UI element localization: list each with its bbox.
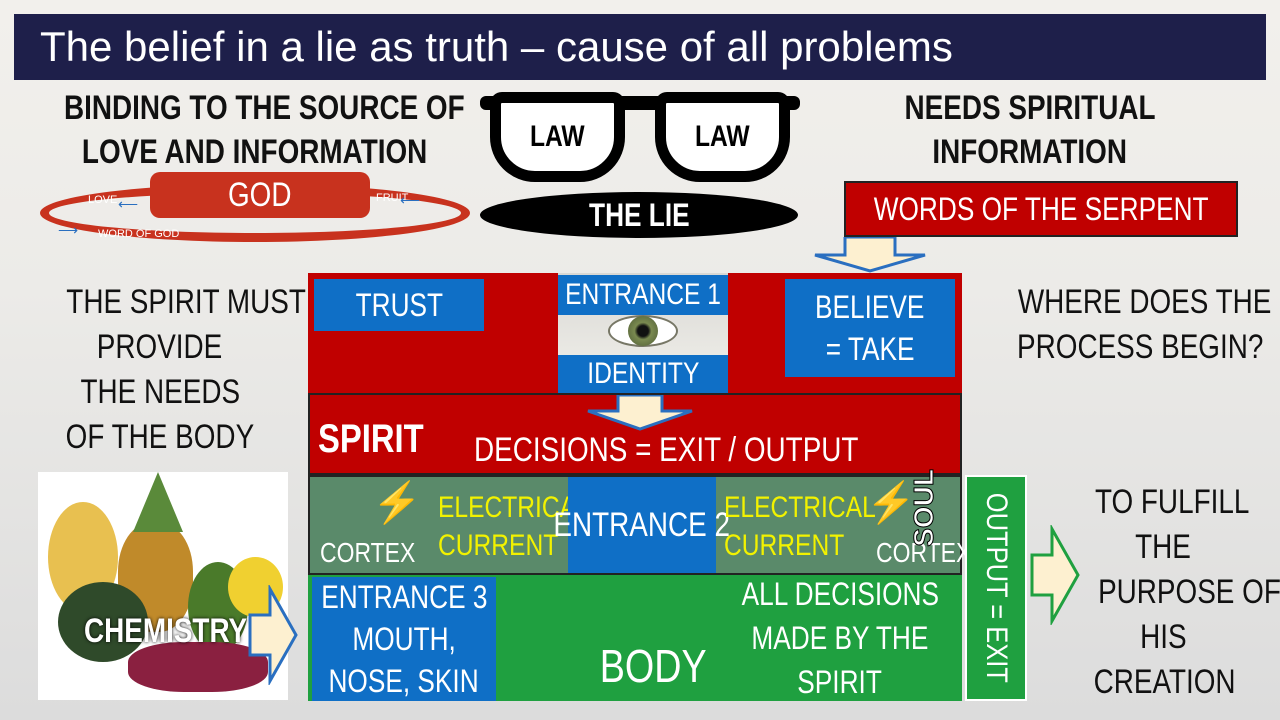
decisions-label: DECISIONS = EXIT / OUTPUT [474,431,859,469]
trust-box: TRUST [314,279,484,331]
right-arrow-icon [1030,525,1080,625]
left-heading-line: LOVE AND INFORMATION [82,133,428,171]
arrow-left-icon: ⟵ [400,192,421,208]
entrance-2-box: ENTRANCE 2 [554,477,730,573]
love-label: LOVE [88,194,118,206]
left-heading: BINDING TO THE SOURCE OF LOVE AND INFORM… [20,86,490,174]
god-box: GOD [150,172,370,218]
identity-label: IDENTITY [558,355,728,393]
lightning-icon: ⚡ [866,481,916,525]
body-label: BODY [599,640,707,692]
law-right-label: LAW [695,120,750,153]
law-left-label: LAW [530,120,585,153]
cortex-right: CORTEX [876,537,972,568]
right-arrow-icon [248,585,298,685]
chemistry-label: CHEMISTRY [84,612,248,650]
serpent-box: WORDS OF THE SERPENT [844,181,1238,237]
title-text: The belief in a lie as truth – cause of … [40,23,953,70]
the-lie-label: THE LIE [588,196,690,233]
word-of-god-label: WORD OF GOD [98,228,180,240]
cortex-left: CORTEX [320,537,416,568]
lightning-icon: ⚡ [372,481,422,525]
trust-block: TRUST ENTRANCE 1 IDENTITY BELIEVE= TAKE [308,273,962,393]
spirit-block: SPIRIT DECISIONS = EXIT / OUTPUT [308,393,962,475]
left-heading-line: BINDING TO THE SOURCE OF [63,89,465,127]
right-heading: NEEDS SPIRITUAL INFORMATION [904,89,1156,171]
fruit-image: CHEMISTRY [38,472,288,700]
fruit-label: FRUIT [376,192,409,204]
slide-title: The belief in a lie as truth – cause of … [14,14,1266,80]
down-arrow-icon [587,395,693,431]
spirit-label: SPIRIT [318,417,424,461]
arrow-right-icon: ⟶ [58,222,79,238]
soul-label: SOUL [908,469,940,548]
arrow-left-icon: ⟵ [118,196,139,212]
believe-box: BELIEVE= TAKE [785,279,955,377]
entrance-1-label: ENTRANCE 1 [558,275,728,315]
output-exit-bar: OUTPUT = EXIT [965,475,1027,701]
glasses-graphic: LAW LAW THE LIE [480,88,800,238]
god-cycle-diagram: GOD LOVE ⟵ FRUIT ⟵ ⟶ WORD OF GOD [40,172,470,246]
down-arrow-icon [814,237,926,273]
